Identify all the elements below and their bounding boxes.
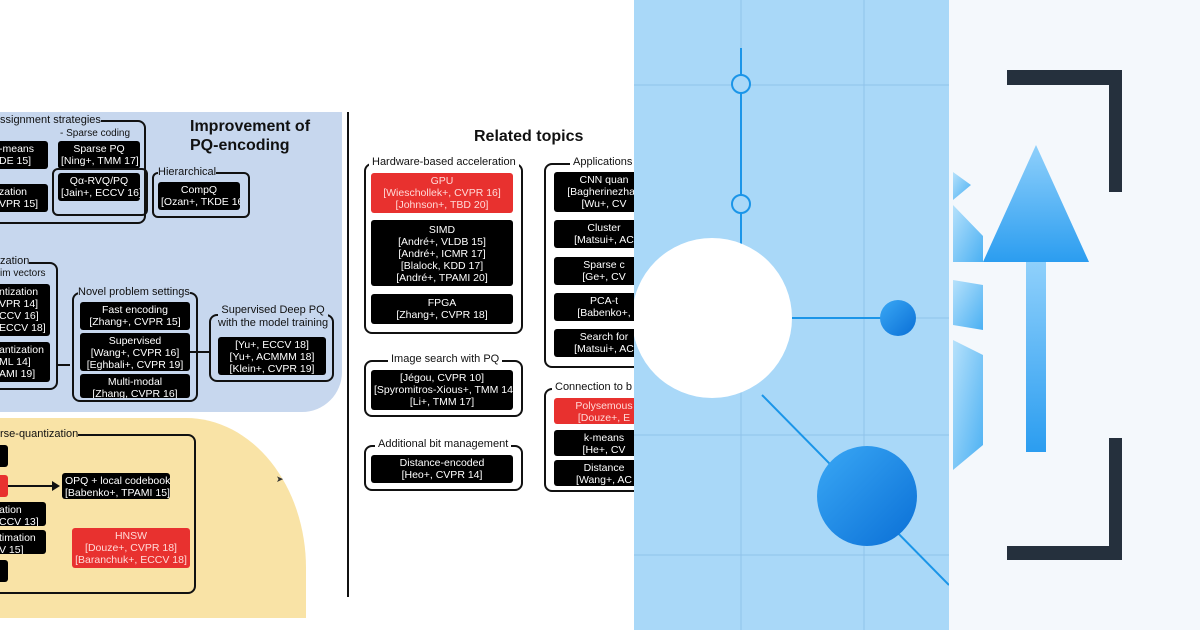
cursor-icon: ➤ [276,474,284,484]
simd-box: SIMD[André+, VLDB 15][André+, ICMR 17][B… [371,220,513,286]
arrow-to-deep [190,351,210,353]
compq-box: CompQ[Ozan+, TKDE 16] [158,182,240,210]
image-search-label: Image search with PQ [388,353,503,365]
arrow-head-icon [52,481,60,491]
hierarchical-label: Hierarchical [158,166,217,178]
upload-graphic-panel [949,0,1200,630]
image-search-box: [Jégou, CVPR 10][Spyromitros-Xious+, TMM… [371,370,513,410]
quantization-label: zation [0,255,30,267]
arrow-to-novel [58,364,70,366]
quantization-sub-label: im vectors [0,268,46,279]
bit-management-label: Additional bit management [375,438,512,450]
fpga-box: FPGA[Zhang+, CVPR 18] [371,294,513,324]
divider-line [347,112,349,597]
qrvq-group [52,168,148,216]
novel-label: Novel problem settings [78,286,190,298]
kmeans-box: k-means[He+, CV [554,430,634,456]
distance-box: Distance[Wang+, AC [554,460,634,486]
coarse-group [0,434,196,594]
qrvq-box: Qα-RVQ/PQ[Jain+, ECCV 16] [58,173,140,201]
pq-encoding-title: Improvement of PQ-encoding [190,118,311,154]
upload-arrow-icon [953,70,1122,560]
coarse-small-red-box [0,475,8,497]
deep-pq-label: Supervised Deep PQ with the model traini… [218,304,329,329]
multimodal-box: Multi-modal[Zhang, CVPR 16] [80,374,190,398]
cnn-box: CNN quan[Bagherinezhad[Wu+, CV [554,172,634,212]
coarse-label: rse-quantization [0,428,79,440]
search-for-box: Search for[Matsui+, AC [554,329,634,357]
hw-label: Hardware-based acceleration [369,156,519,168]
fast-encoding-box: Fast encoding[Zhang+, CVPR 15] [80,302,190,330]
coarse-small-box-2 [0,560,8,582]
deep-pq-refs-box: [Yu+, ECCV 18][Yu+, ACMMM 18][Klein+, CV… [218,337,326,375]
gpu-box: GPU[Wieschollek+, CVPR 16][Johnson+, TBD… [371,173,513,213]
sparse-box: Sparse c[Ge+, CV [554,257,634,285]
applications-label: Applications [570,156,634,168]
connection-label: Connection to b [552,381,634,393]
network-graphic-panel [634,0,949,630]
sparse-pq-box: Sparse PQ[Ning+, TMM 17] [58,141,140,169]
pca-box: PCA-t[Babenko+, [554,293,634,321]
coarse-small-box-1 [0,445,8,467]
arrow-to-opq [8,485,54,487]
supervised-box: Supervised[Wang+, CVPR 16][Eghbali+, CVP… [80,333,190,371]
hnsw-box: HNSW[Douze+, CVPR 18][Baranchuk+, ECCV 1… [72,528,190,568]
yellow-region [0,418,306,618]
distance-encoded-box: Distance-encoded[Heo+, CVPR 14] [371,455,513,483]
polysemous-box: Polysemous[Douze+, E [554,398,634,424]
sparse-coding-label: - Sparse coding [60,128,131,139]
related-topics-title: Related topics [474,128,584,145]
network-graphic [634,0,949,630]
cluster-box: Cluster[Matsui+, AC [554,220,634,248]
assignment-label: ssignment strategies [0,114,101,126]
opq-box: OPQ + local codebook[Babenko+, TPAMI 15] [62,473,170,499]
pq-diagram-panel: Improvement of PQ-encoding ssignment str… [0,112,634,618]
